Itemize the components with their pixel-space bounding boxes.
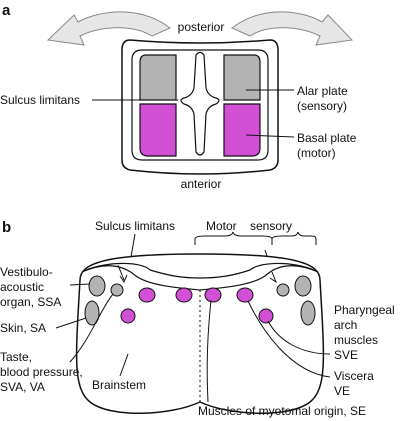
- pharyngeal-label-1: Pharyngeal: [334, 303, 395, 317]
- vestibulo-label-1: Vestibulo-: [0, 265, 53, 279]
- sensory-label: sensory: [250, 219, 292, 233]
- pharyngeal-label-3: muscles: [334, 333, 378, 347]
- left-curved-arrow: [46, 11, 171, 46]
- alar-plate-label: Alar plate: [297, 84, 348, 98]
- sulcus-arrowhead-left: [119, 274, 128, 284]
- taste-leader: [69, 293, 114, 363]
- vestibulo-acoustic-nucleus: [88, 275, 106, 297]
- taste-nucleus-left: [110, 283, 124, 297]
- skin-nucleus-left: [84, 300, 100, 326]
- anterior-label: anterior: [181, 177, 222, 191]
- basal-plate-label: Basal plate: [297, 131, 357, 145]
- fourth-ventricle-floor: [81, 262, 319, 291]
- basal-plate-right: [223, 103, 261, 157]
- sulcus-limitans-label-a: Sulcus limitans: [0, 93, 80, 107]
- central-canal: [180, 51, 220, 156]
- skin-leader: [55, 317, 87, 329]
- skin-nucleus-right: [300, 300, 316, 326]
- sve-leader: [267, 320, 331, 355]
- motor-nucleus-4: [236, 287, 254, 303]
- brainstem-label: Brainstem: [92, 378, 146, 392]
- motor-nucleus-1: [138, 287, 156, 303]
- sulcus-limitans-label-b: Sulcus limitans: [95, 219, 175, 233]
- pharyngeal-label-2: arch: [334, 318, 357, 332]
- vestibulo-leader: [69, 283, 91, 286]
- viscera-label-1: Viscera: [334, 369, 374, 383]
- vestibulo-label-3: organ, SSA: [0, 295, 61, 309]
- alar-plate-left: [139, 54, 177, 101]
- muscles-leader: [206, 299, 212, 403]
- skin-label: Skin, SA: [0, 321, 46, 335]
- alar-plate-sublabel: (sensory): [297, 99, 347, 113]
- vestibulo-label-2: acoustic: [0, 280, 44, 294]
- motor-bracket: [194, 231, 273, 245]
- taste-label-1: Taste,: [0, 350, 32, 364]
- motor-nucleus-2: [175, 287, 193, 303]
- sve-label: SVE: [334, 348, 358, 362]
- taste-label-2: blood pressure,: [0, 365, 83, 379]
- panel-a-letter: a: [2, 2, 11, 19]
- motor-label: Motor: [206, 219, 237, 233]
- vestibulo-acoustic-nucleus-right: [294, 275, 312, 297]
- right-curved-arrow: [231, 11, 354, 46]
- posterior-label: posterior: [178, 20, 225, 34]
- motor-nucleus-3: [204, 287, 222, 303]
- sensory-bracket: [271, 231, 317, 245]
- panel-b-letter: b: [2, 219, 11, 236]
- motor-nucleus-5: [120, 308, 136, 324]
- basal-plate-sublabel: (motor): [297, 146, 336, 160]
- brainstem-leader: [119, 353, 129, 377]
- muscles-label: Muscles of myotomal origin, SE: [198, 404, 366, 418]
- sulcus-arrowhead-right: [269, 271, 278, 284]
- sulcus-arrow-left: [117, 264, 125, 281]
- brainstem-outline: [75, 253, 325, 414]
- viscera-leader: [247, 300, 331, 378]
- taste-nucleus-right: [276, 283, 290, 297]
- viscera-label-2: VE: [334, 384, 350, 398]
- basal-plate-left: [139, 103, 177, 157]
- alar-plate-right: [223, 54, 261, 101]
- taste-label-3: SVA, VA: [0, 380, 45, 394]
- basal-plate-leader: [245, 134, 295, 138]
- motor-nucleus-6: [258, 308, 274, 324]
